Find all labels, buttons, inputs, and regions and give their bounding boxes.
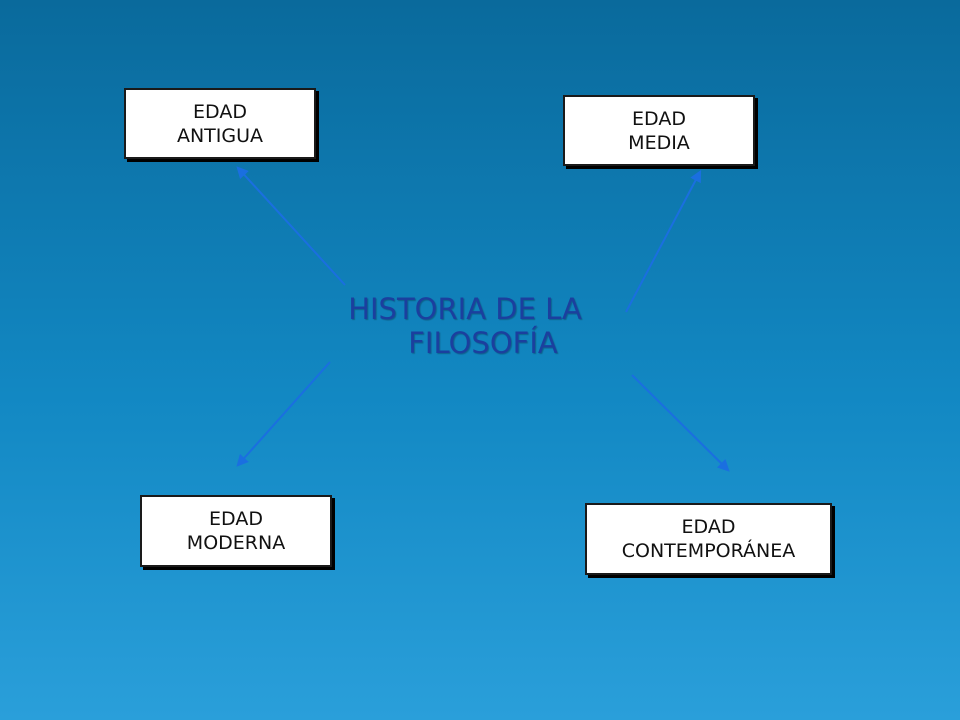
period-moderna-line1: EDAD (209, 508, 263, 530)
center-title-line1: HISTORIA DE LA (348, 292, 582, 326)
period-box-contemporanea: EDAD CONTEMPORÁNEA (585, 503, 832, 575)
center-title-line2: FILOSOFÍA (408, 326, 558, 360)
period-moderna-line2: MODERNA (186, 532, 286, 554)
period-contemporanea-line2: CONTEMPORÁNEA (621, 540, 796, 562)
period-box-antigua: EDAD ANTIGUA (124, 88, 316, 159)
period-antigua-line2: ANTIGUA (176, 124, 264, 147)
arrow-to-antigua (236, 166, 346, 286)
period-media-line2: MEDIA (628, 131, 690, 154)
period-box-media: EDAD MEDIA (563, 95, 755, 166)
arrow-to-moderna (236, 361, 331, 467)
arrow-to-media (625, 169, 702, 313)
center-title: HISTORIA DE LA FILOSOFÍA (300, 292, 630, 360)
period-media-line1: EDAD (632, 107, 686, 130)
arrow-to-contemporanea (631, 374, 730, 472)
period-antigua-line1: EDAD (193, 100, 247, 123)
period-contemporanea-line1: EDAD (681, 516, 736, 538)
period-box-moderna: EDAD MODERNA (140, 495, 332, 567)
